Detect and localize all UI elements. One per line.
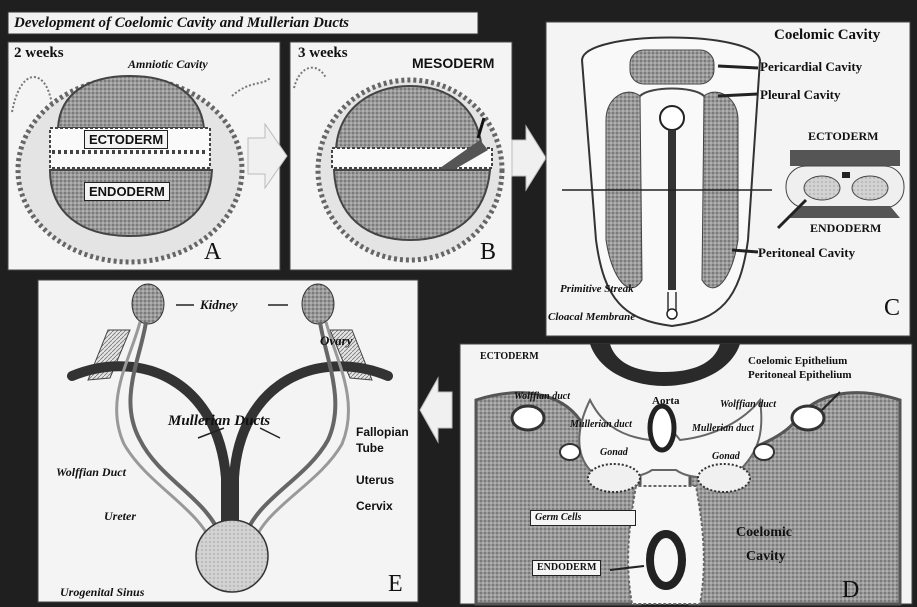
panel-a-age: 2 weeks <box>14 46 64 61</box>
panel-d-wolffian-right-label: Wolffian duct <box>720 400 776 410</box>
panel-d-gut <box>650 534 682 586</box>
panel-a <box>8 42 280 270</box>
panel-b-mesoderm-label: MESODERM <box>412 56 494 70</box>
panel-c-xsec-cavity-left <box>804 176 840 200</box>
panel-c-node <box>660 106 684 130</box>
panel-c-pleural-label: Pleural Cavity <box>760 88 841 101</box>
panel-e-kidney-left <box>132 284 164 324</box>
panel-d-coelomic-label: Coelomic <box>736 526 792 540</box>
panel-d-mullerian-left <box>560 444 580 460</box>
panel-d <box>460 344 912 604</box>
panel-d-gonad-left-label: Gonad <box>600 448 628 458</box>
panel-a-endoderm-label: ENDODERM <box>84 182 170 201</box>
panel-c-xsec-ectoderm-label: ECTODERM <box>808 130 878 142</box>
panel-d-germ-cells-label: Germ Cells <box>530 510 636 526</box>
panel-d-aorta <box>650 406 674 450</box>
panel-e-fallopian-label: Fallopian <box>356 426 409 438</box>
panel-d-mullerian-right-label: Mullerian duct <box>692 424 754 434</box>
panel-c-pericardial-label: Pericardial Cavity <box>760 60 862 73</box>
panel-d-gonad-right <box>698 464 750 492</box>
panel-d-coelomic-epithelium-label: Coelomic Epithelium <box>748 356 847 367</box>
panel-e-cervix-label: Cervix <box>356 500 393 512</box>
panel-d-wolffian-right <box>792 406 824 430</box>
panel-e-uterus-label: Uterus <box>356 474 394 486</box>
panel-a-ectoderm-label: ECTODERM <box>84 130 168 149</box>
panel-c-cloacal-label: Cloacal Membrane <box>548 312 635 323</box>
panel-e-ureter-label: Ureter <box>104 510 136 522</box>
panel-d-mullerian-right <box>754 444 774 460</box>
panel-c-pleural-arrow <box>718 94 758 96</box>
panel-e-kidney-right <box>302 284 334 324</box>
panel-d-wolffian-left <box>512 406 544 430</box>
figure-title: Development of Coelomic Cavity and Mulle… <box>14 16 349 31</box>
panel-b <box>290 42 512 270</box>
panel-c-peritoneal-arrow <box>732 250 758 252</box>
panel-d-gonad-left <box>588 464 640 492</box>
panel-e-ovary-label: Ovary <box>320 334 353 347</box>
panel-c-cloacal-dot <box>667 309 677 319</box>
panel-e-tube-label: Tube <box>356 442 384 454</box>
panel-c-xsec-endoderm-label: ENDODERM <box>810 222 881 234</box>
panel-d-gonad-right-label: Gonad <box>712 452 740 462</box>
panel-b-letter: B <box>480 240 496 264</box>
panel-e-urogenital-sinus <box>196 520 268 592</box>
panel-c-heading: Coelomic Cavity <box>774 28 880 43</box>
panel-c-peritoneal-label: Peritoneal Cavity <box>758 246 855 259</box>
panel-c-xsec-notochord <box>842 172 850 178</box>
panel-c-xsec-endoderm <box>790 206 900 218</box>
panel-e-wolffian-label: Wolffian Duct <box>56 466 126 478</box>
panel-c-xsec-cavity-right <box>852 176 888 200</box>
panel-d-endoderm-label: ENDODERM <box>532 560 601 576</box>
panel-e-urogenital-label: Urogenital Sinus <box>60 586 144 598</box>
panel-e-kidney-label: Kidney <box>200 298 238 311</box>
panel-d-wolffian-left-label: Wolffian duct <box>514 392 570 402</box>
panel-c-pericardial-arrow <box>718 66 758 68</box>
panel-d-cavity-label: Cavity <box>746 550 786 564</box>
panel-e-letter: E <box>388 572 403 596</box>
panel-a-amniotic-label: Amniotic Cavity <box>128 58 208 70</box>
panel-d-letter: D <box>842 578 859 602</box>
panel-b-age: 3 weeks <box>298 46 348 61</box>
panel-c-letter: C <box>884 296 900 320</box>
panel-a-letter: A <box>204 240 221 264</box>
panel-d-aorta-label: Aorta <box>652 396 680 407</box>
panel-c-pericardial <box>630 50 714 84</box>
panel-c-notochord <box>668 130 676 290</box>
panel-d-peritoneal-epithelium-label: Peritoneal Epithelium <box>748 370 852 381</box>
panel-d-ectoderm-label: ECTODERM <box>480 352 539 362</box>
panel-c-primitive-streak-label: Primitive Streak <box>560 284 634 295</box>
panel-e-mullerian-label: Mullerian Ducts <box>168 414 270 429</box>
panel-d-mullerian-left-label: Mullerian duct <box>570 420 632 430</box>
